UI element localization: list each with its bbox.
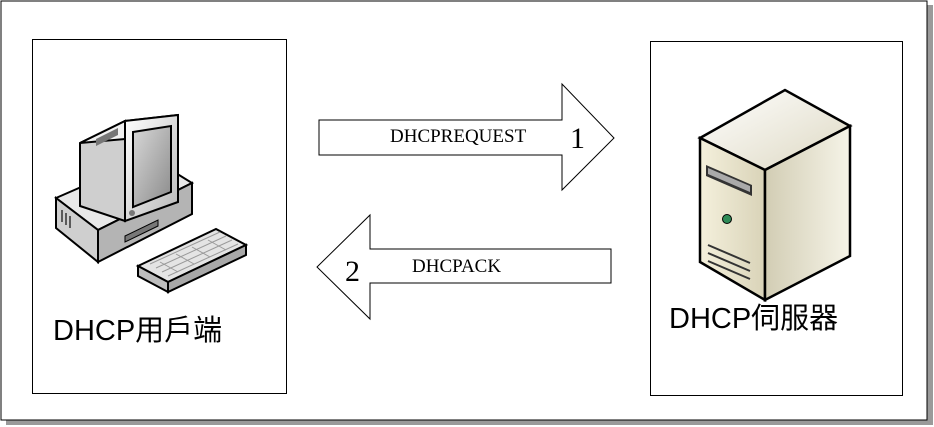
- ack-step-number: 2: [345, 255, 360, 288]
- ack-message-label: DHCPACK: [412, 256, 501, 277]
- request-arrow: DHCPREQUEST 1: [318, 82, 615, 192]
- tower-server-icon: [697, 88, 853, 303]
- desktop-computer-icon: [54, 113, 249, 294]
- ack-arrow: DHCPACK 2: [316, 213, 612, 321]
- request-step-number: 1: [570, 122, 585, 155]
- server-label: DHCP伺服器: [669, 302, 838, 335]
- client-label: DHCP用戶端: [53, 314, 222, 347]
- request-message-label: DHCPREQUEST: [390, 126, 527, 147]
